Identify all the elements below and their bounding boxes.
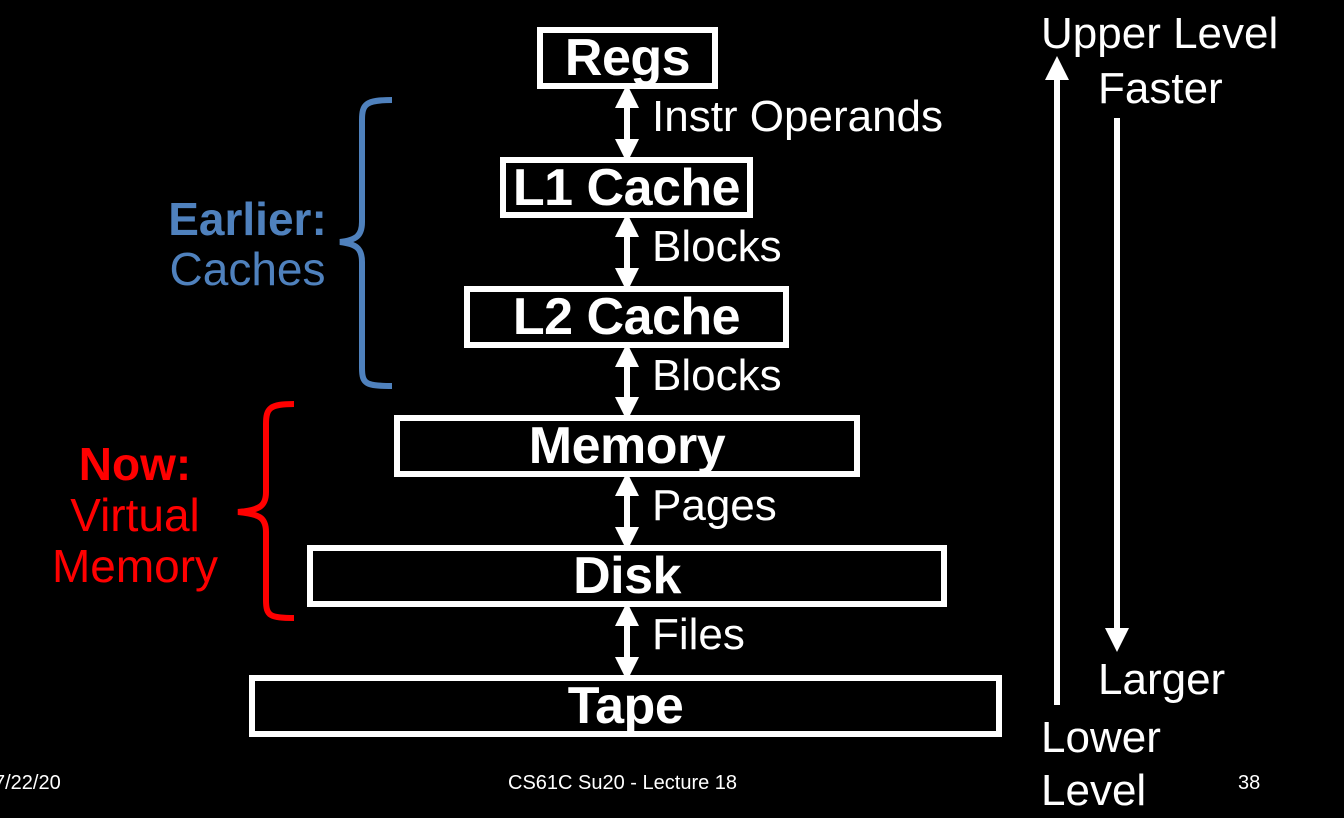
level-l2-cache: L2 Cache [464,286,789,348]
level-regs: Regs [537,27,718,89]
level-label: Level [1041,766,1147,815]
footer-date: 7/22/20 [0,772,61,794]
footer-page-number: 38 [1238,772,1261,794]
now-brace [237,401,295,621]
faster-label: Faster [1098,64,1223,113]
transfer-label-5: Files [652,610,745,659]
earlier-brace [339,97,393,389]
transfer-label-1: Instr Operands [652,92,944,141]
now-line2: Memory [51,540,219,592]
footer-course: CS61C Su20 - Lecture 18 [508,772,738,794]
now-heading: Now: [78,438,192,490]
transfer-label-3: Blocks [652,351,782,400]
upper-level-label: Upper Level [1041,9,1279,58]
lower-label: Lower [1041,713,1161,762]
earlier-text: Caches [169,243,326,295]
level-memory: Memory [394,415,860,477]
now-label: Now: Virtual Memory [30,441,240,589]
earlier-label: Earlier: Caches [160,196,335,292]
now-line1: Virtual [70,489,200,541]
level-tape: Tape [249,675,1002,737]
earlier-heading: Earlier: [168,193,327,245]
larger-label: Larger [1098,655,1226,704]
level-disk: Disk [307,545,947,607]
transfer-label-4: Pages [652,481,777,530]
level-l1-cache: L1 Cache [500,157,753,218]
transfer-label-2: Blocks [652,222,782,271]
